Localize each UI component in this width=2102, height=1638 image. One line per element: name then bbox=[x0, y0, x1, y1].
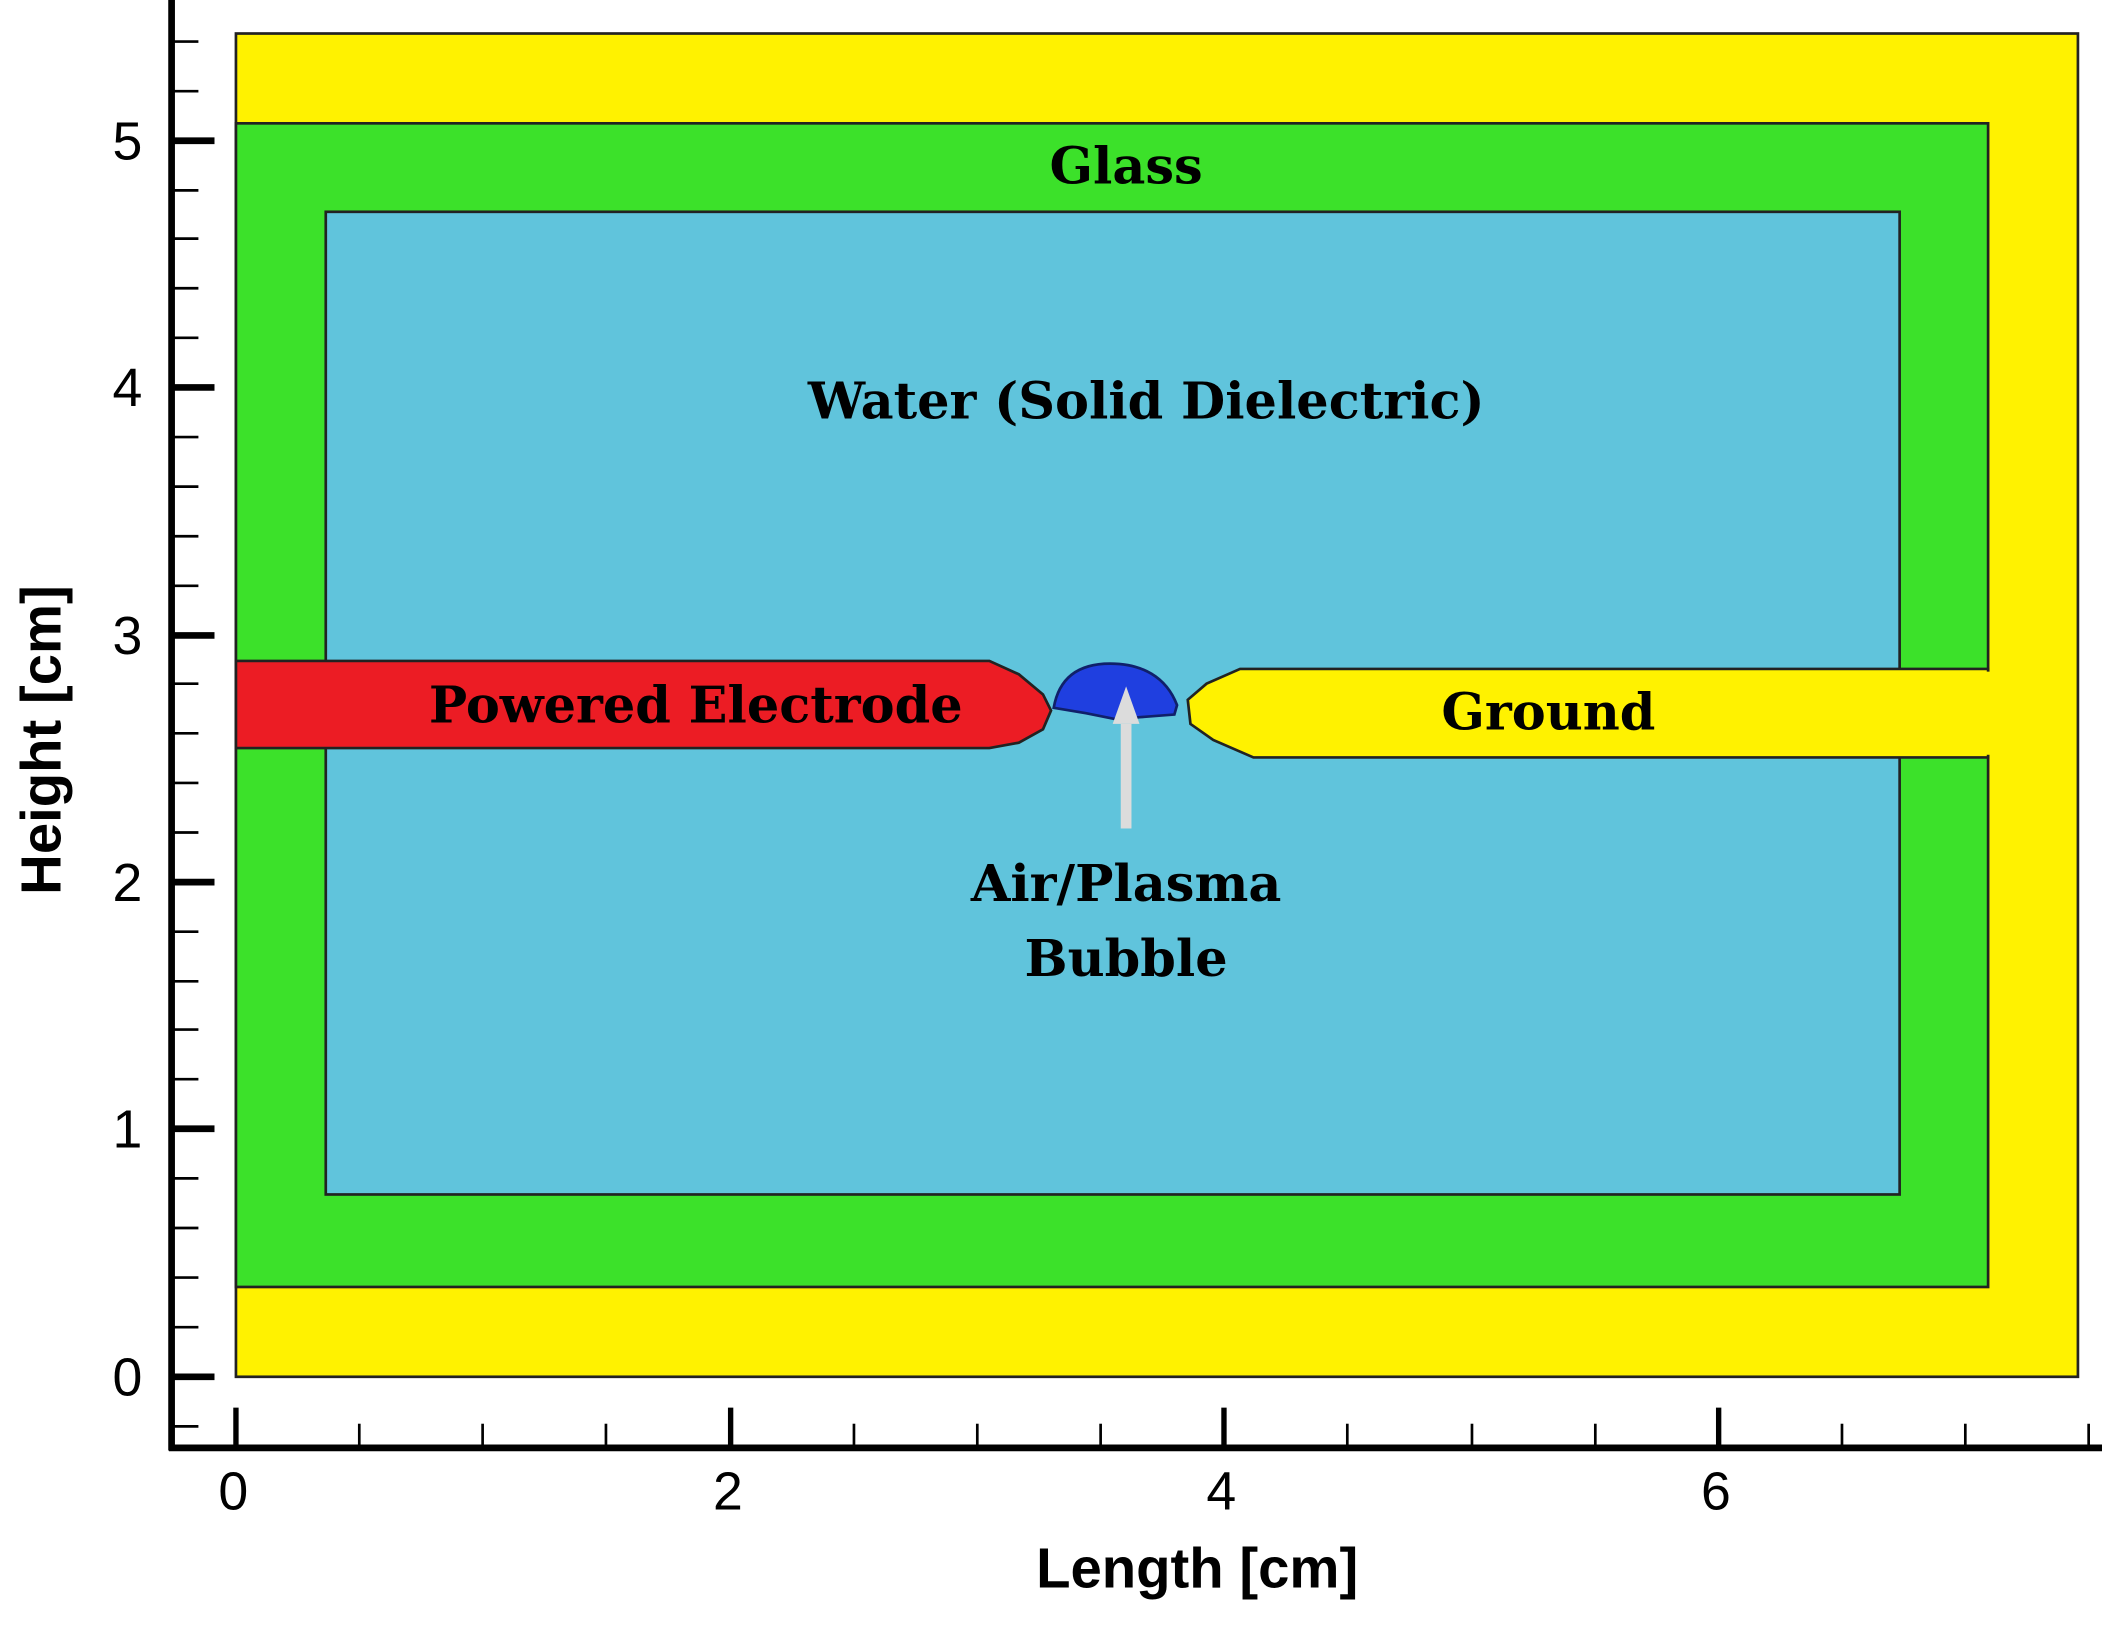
bubble-pointer-arrow bbox=[1112, 686, 1140, 829]
ground-connector bbox=[1970, 671, 1993, 755]
y-tick-4: 4 bbox=[112, 358, 142, 418]
y-axis bbox=[168, 0, 215, 1451]
x-axis-title: Length [cm] bbox=[1036, 1536, 1358, 1599]
ground-label: Ground bbox=[1441, 682, 1655, 742]
y-tick-5: 5 bbox=[112, 112, 142, 172]
ground-electrode bbox=[1186, 667, 1990, 759]
water-label: Water (Solid Dielectric) bbox=[807, 371, 1485, 431]
y-axis-title: Height [cm] bbox=[9, 585, 72, 895]
y-tick-0: 0 bbox=[112, 1348, 142, 1408]
powered-electrode bbox=[234, 659, 1053, 750]
x-tick-4: 4 bbox=[1206, 1462, 1236, 1522]
glass-label: Glass bbox=[1049, 137, 1202, 197]
x-tick-2: 2 bbox=[713, 1462, 743, 1522]
y-axis-tick-labels: 0 1 2 3 4 5 bbox=[112, 112, 142, 1408]
x-axis-tick-labels: 0 2 4 6 bbox=[218, 1462, 1731, 1522]
powered-electrode-label: Powered Electrode bbox=[429, 676, 963, 736]
bubble-label-line2: Bubble bbox=[1025, 929, 1228, 989]
y-tick-3: 3 bbox=[112, 606, 142, 666]
y-tick-1: 1 bbox=[112, 1100, 142, 1160]
x-tick-0: 0 bbox=[218, 1462, 248, 1522]
x-tick-6: 6 bbox=[1701, 1462, 1731, 1522]
y-tick-2: 2 bbox=[112, 853, 142, 913]
air-plasma-bubble bbox=[1052, 662, 1179, 722]
bubble-label-line1: Air/Plasma bbox=[970, 854, 1282, 914]
x-axis bbox=[168, 1407, 2102, 1452]
